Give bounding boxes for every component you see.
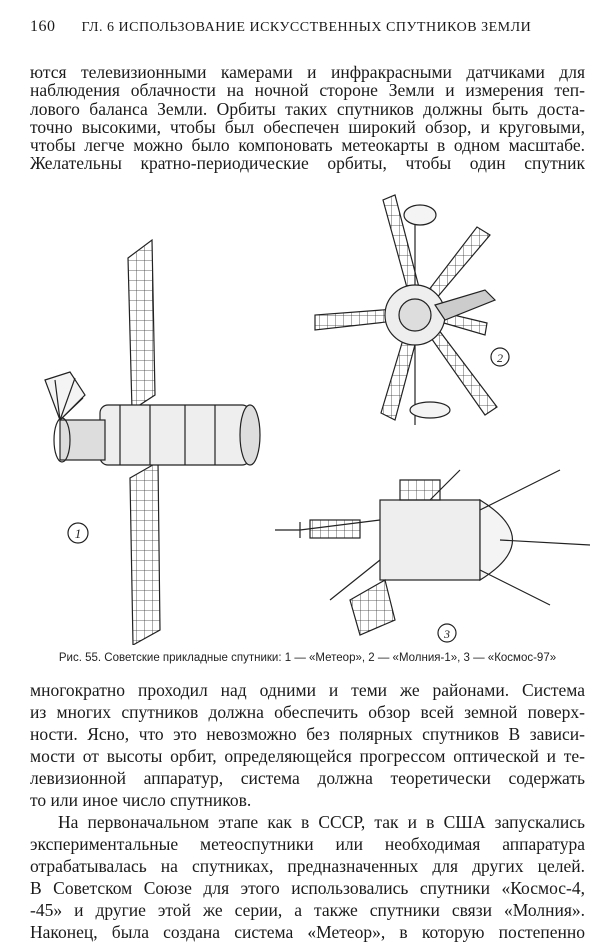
- text-line: экспериментальные метеоспутники или необ…: [30, 834, 585, 854]
- figure-caption: Рис. 55. Советские прикладные спутники: …: [58, 652, 557, 664]
- text-line: левизионной аппаратур, система должна те…: [30, 768, 585, 788]
- text-line: ются телевизионными камерами и инфракрас…: [30, 62, 585, 82]
- text-line: многократно проходил над одними и теми ж…: [30, 680, 585, 700]
- text-line: отрабатывалась на спутниках, предназначе…: [30, 856, 585, 876]
- text-line: точно высокими, чтобы был обеспечен широ…: [30, 117, 585, 137]
- running-header: 160 ГЛ. 6 ИСПОЛЬЗОВАНИЕ ИСКУССТВЕННЫХ СП…: [30, 18, 531, 36]
- label-3: 3: [437, 623, 457, 643]
- text-line: наблюдения облачности на ночной стороне …: [30, 80, 585, 100]
- text-line: Наконец, была создана система «Метеор», …: [30, 922, 585, 942]
- text-line: -45» и другие этой же серии, а также спу…: [30, 900, 585, 920]
- text-line: из многих спутников должна обеспечить об…: [30, 702, 585, 722]
- running-title: ГЛ. 6 ИСПОЛЬЗОВАНИЕ ИСКУССТВЕННЫХ СПУТНИ…: [81, 20, 532, 35]
- text-line: чтобы легче можно было компоновать метео…: [30, 135, 585, 155]
- label-1: 1: [67, 522, 89, 544]
- text-line: В Советском Союзе для этого использовали…: [30, 878, 585, 898]
- text-line: то или иное число спутников.: [30, 790, 252, 810]
- svg-text:1: 1: [75, 526, 82, 541]
- molniya-satellite-drawing: [314, 194, 498, 425]
- text-line: ности. Ясно, что это невозможно без поля…: [30, 724, 585, 744]
- text-line: Желательны кратно-периодические орбиты, …: [30, 153, 585, 173]
- kosmos97-satellite-drawing: [275, 469, 591, 636]
- satellites-figure: 1 2: [44, 194, 591, 645]
- text-line: мости от высоты орбит, определяющейся пр…: [30, 746, 585, 766]
- label-2: 2: [490, 347, 510, 367]
- text-line: На первоначальном этапе как в СССР, так …: [58, 812, 585, 832]
- svg-text:2: 2: [497, 351, 503, 365]
- meteor-satellite-drawing: [44, 238, 261, 645]
- text-line: лового баланса Земли. Орбиты таких спутн…: [30, 99, 585, 119]
- page-number: 160: [30, 18, 56, 35]
- svg-text:3: 3: [443, 627, 450, 641]
